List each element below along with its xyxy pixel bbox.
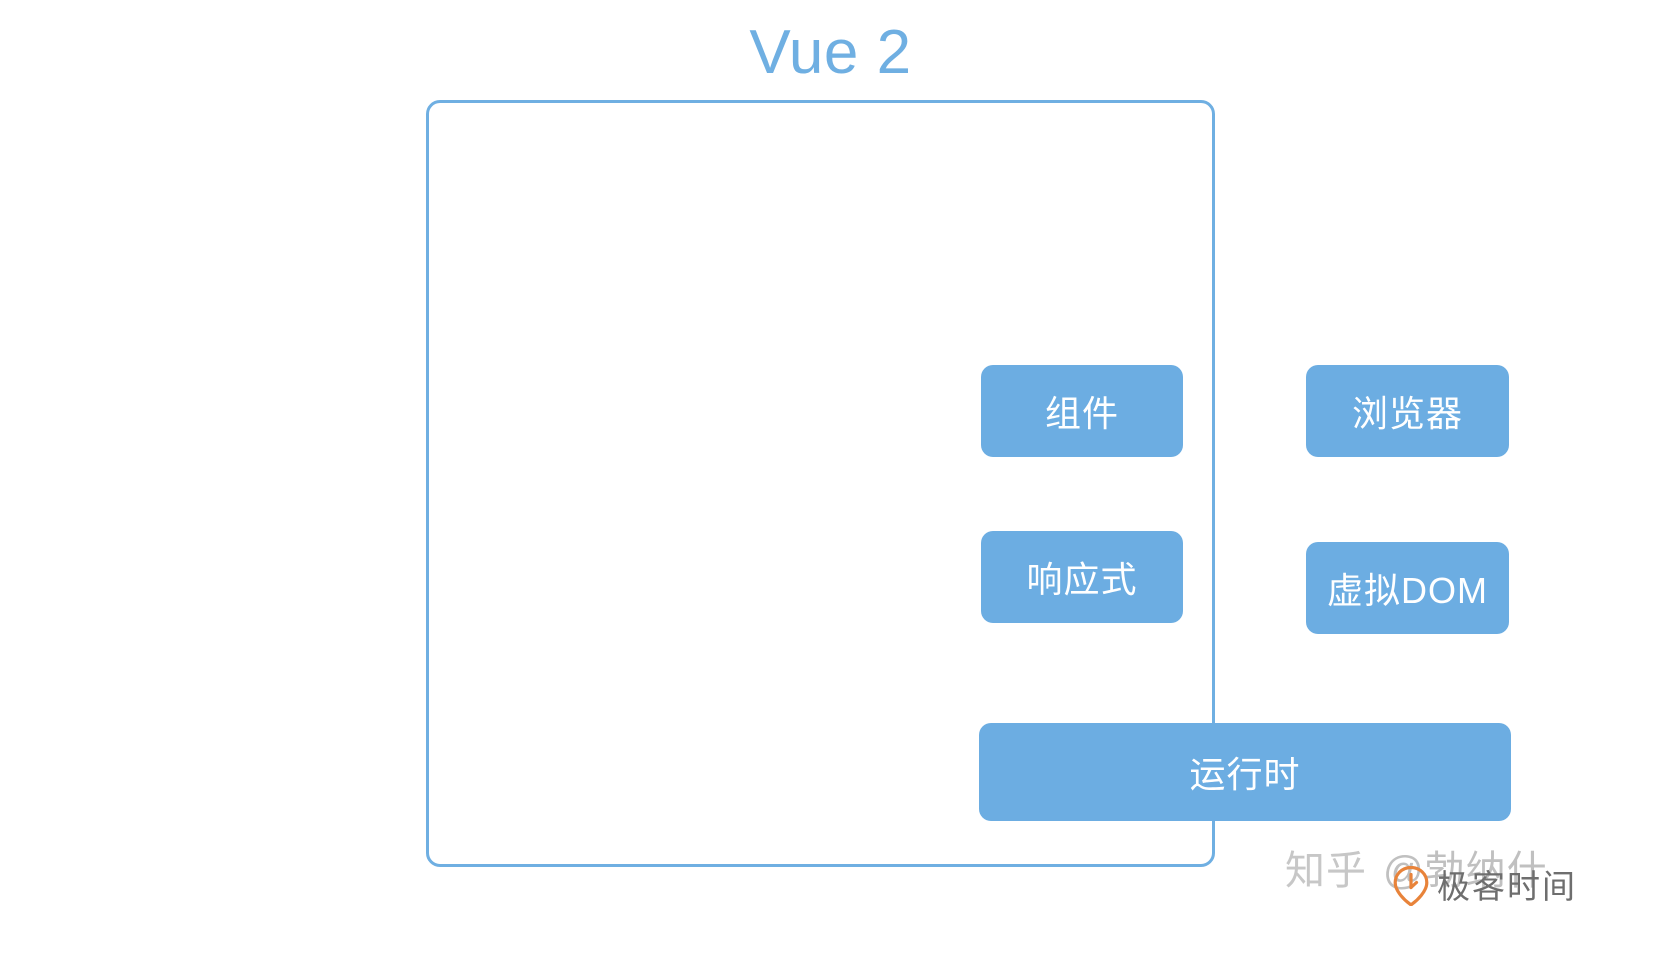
feature-box-reactive[interactable]: 响应式 [981, 531, 1183, 623]
vue2-container: 组件 浏览器 响应式 虚拟DOM 运行时 [426, 100, 1511, 867]
feature-box-runtime[interactable]: 运行时 [979, 723, 1511, 821]
feature-box-reactive-label: 响应式 [1026, 559, 1138, 600]
geektime-pin-icon [1393, 866, 1429, 906]
feature-box-browser-label: 浏览器 [1351, 393, 1463, 434]
feature-box-runtime-label: 运行时 [1189, 754, 1301, 795]
feature-box-component-label: 组件 [1044, 393, 1119, 434]
feature-box-virtual-dom[interactable]: 虚拟DOM [1306, 542, 1509, 634]
watermark-brand: 知乎 [1285, 849, 1367, 893]
geektime-logo-text: 极客时间 [1437, 867, 1577, 905]
feature-box-browser[interactable]: 浏览器 [1306, 365, 1509, 457]
geektime-logo: 极客时间 [1393, 866, 1577, 906]
page-title: Vue 2 [749, 18, 912, 87]
feature-box-virtual-dom-label: 虚拟DOM [1327, 570, 1488, 611]
feature-box-component[interactable]: 组件 [981, 365, 1183, 457]
